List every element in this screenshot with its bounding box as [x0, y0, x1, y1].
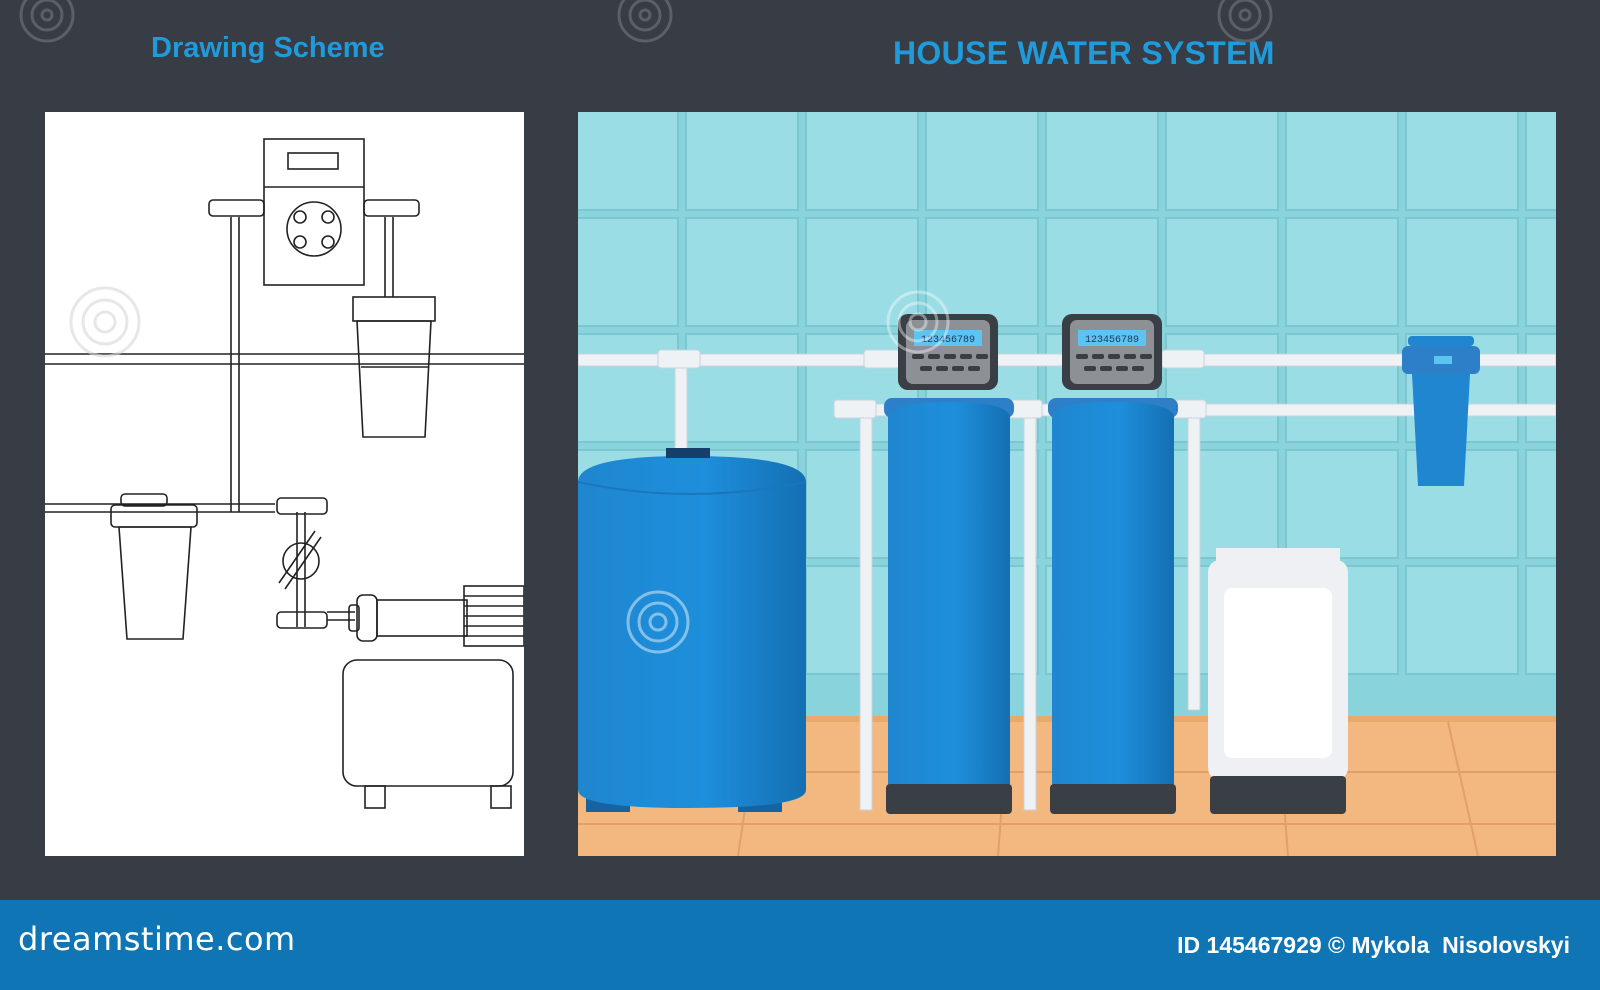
pressure-tank [578, 448, 807, 812]
softener-tank-2: 123456789 [1048, 314, 1178, 814]
footer-image-credit: ID 145467929 © Mykola Nisolovskyi [1177, 932, 1570, 958]
controller-display-1: 123456789 [921, 335, 975, 346]
watermark-spiral-icon [626, 590, 690, 654]
footer-brand-logo[interactable]: dreamstime.com [18, 920, 296, 958]
scheme-cup [352, 296, 436, 438]
scheme-illustration [45, 138, 524, 809]
scheme-controller [208, 138, 420, 286]
system-illustration: 123456789 123456789 [578, 112, 1556, 856]
scheme-filter [110, 493, 198, 640]
brine-tank [1208, 548, 1348, 814]
drawing-scheme-panel [45, 112, 524, 856]
watermark-spiral-icon [886, 290, 950, 354]
scheme-tank [342, 659, 514, 809]
footer-bar: dreamstime.com ID 145467929 © Mykola Nis… [0, 900, 1600, 990]
watermark-spiral-icon [617, 0, 673, 43]
house-water-system-panel: 123456789 123456789 [578, 112, 1556, 856]
scheme-pump [348, 585, 524, 647]
scheme-valve [276, 497, 355, 629]
softener-tank-1: 123456789 [884, 314, 1014, 814]
watermark-spiral-icon [69, 286, 141, 358]
controller-display-2: 123456789 [1085, 335, 1139, 346]
watermark-spiral-icon [1217, 0, 1273, 43]
watermark-spiral-icon [19, 0, 75, 43]
cartridge-filter [1402, 336, 1480, 486]
drawing-scheme-heading: Drawing Scheme [151, 32, 385, 64]
house-water-system-heading: HOUSE WATER SYSTEM [893, 35, 1275, 71]
